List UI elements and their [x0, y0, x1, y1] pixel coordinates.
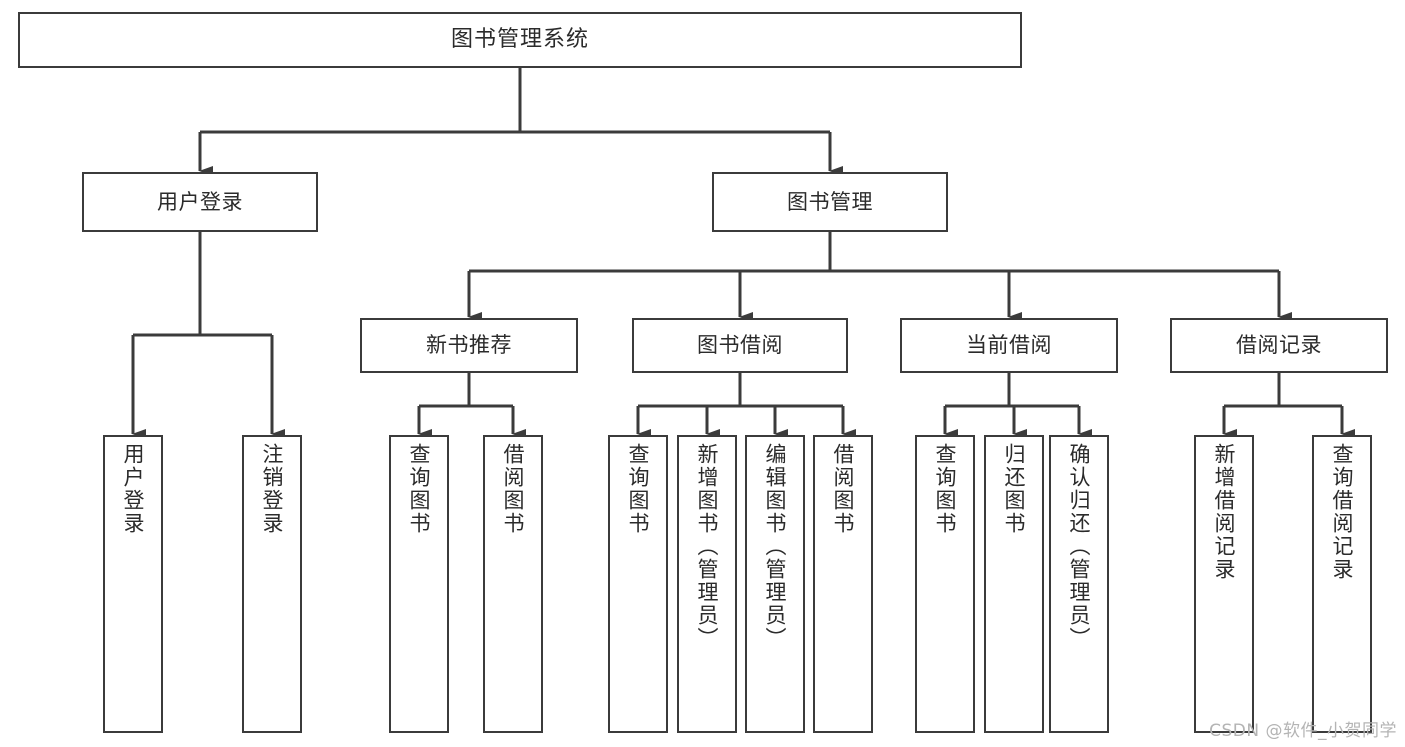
- node-label: 查询图书: [626, 443, 651, 535]
- node-leaf-query-book-1[interactable]: 查询图书: [389, 435, 449, 733]
- node-leaf-add-record[interactable]: 新增借阅记录: [1194, 435, 1254, 733]
- node-leaf-edit-book[interactable]: 编辑图书（管理员）: [745, 435, 805, 733]
- node-label: 查询图书: [933, 443, 958, 535]
- node-leaf-borrow-book-1[interactable]: 借阅图书: [483, 435, 543, 733]
- node-leaf-query-book-2[interactable]: 查询图书: [608, 435, 668, 733]
- node-borrow-record[interactable]: 借阅记录: [1170, 318, 1388, 373]
- node-label: 借阅记录: [1236, 333, 1322, 358]
- node-label: 新书推荐: [426, 333, 512, 358]
- node-label: 查询借阅记录: [1330, 443, 1355, 581]
- node-label: 用户登录: [121, 443, 146, 535]
- node-label: 当前借阅: [966, 333, 1052, 358]
- node-label: 查询图书: [407, 443, 432, 535]
- node-label: 确认归还（管理员）: [1067, 443, 1092, 650]
- node-current-borrow[interactable]: 当前借阅: [900, 318, 1118, 373]
- node-label: 注销登录: [260, 443, 285, 535]
- node-label: 图书管理: [787, 189, 873, 214]
- node-leaf-add-book[interactable]: 新增图书（管理员）: [677, 435, 737, 733]
- node-label: 新增图书（管理员）: [695, 443, 720, 650]
- node-leaf-borrow-book-2[interactable]: 借阅图书: [813, 435, 873, 733]
- node-book-borrow[interactable]: 图书借阅: [632, 318, 848, 373]
- node-new-book-recommend[interactable]: 新书推荐: [360, 318, 578, 373]
- node-label: 借阅图书: [831, 443, 856, 535]
- node-label: 用户登录: [157, 189, 243, 214]
- node-leaf-return-book[interactable]: 归还图书: [984, 435, 1044, 733]
- node-book-manage[interactable]: 图书管理: [712, 172, 948, 232]
- node-label: 图书借阅: [697, 333, 783, 358]
- node-leaf-user-logout[interactable]: 注销登录: [242, 435, 302, 733]
- node-label: 编辑图书（管理员）: [763, 443, 788, 650]
- node-root-system[interactable]: 图书管理系统: [18, 12, 1022, 68]
- node-user-login[interactable]: 用户登录: [82, 172, 318, 232]
- node-leaf-user-login[interactable]: 用户登录: [103, 435, 163, 733]
- node-leaf-query-record[interactable]: 查询借阅记录: [1312, 435, 1372, 733]
- node-leaf-confirm-return[interactable]: 确认归还（管理员）: [1049, 435, 1109, 733]
- node-label: 新增借阅记录: [1212, 443, 1237, 581]
- node-leaf-query-book-3[interactable]: 查询图书: [915, 435, 975, 733]
- node-label: 借阅图书: [501, 443, 526, 535]
- node-label: 图书管理系统: [450, 27, 589, 53]
- node-label: 归还图书: [1002, 443, 1027, 535]
- csdn-watermark: CSDN @软件_小贺同学: [1209, 721, 1397, 741]
